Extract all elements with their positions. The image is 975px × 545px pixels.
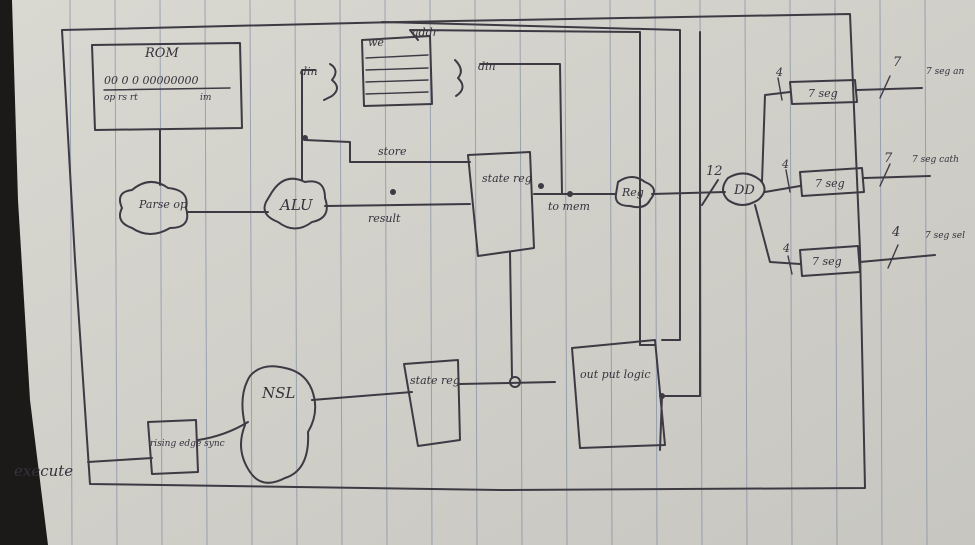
- edge-sync-block: rising edge sync: [147, 419, 225, 475]
- output-logic-label: out put logic: [580, 368, 651, 381]
- nsl-label: NSL: [261, 384, 295, 402]
- seg-in-width-2: 4: [781, 158, 789, 171]
- alu-cloud: ALU: [263, 177, 328, 230]
- rom-fields: 00 0 0 00000000: [104, 74, 198, 87]
- decoder-label: Parse op: [138, 198, 187, 211]
- seg-out-width-2: 7: [884, 151, 893, 166]
- svg-text:7 seg: 7 seg: [808, 87, 838, 100]
- to-mem-label: to mem: [548, 200, 590, 213]
- seg-output-2: 7 seg cath: [912, 155, 959, 165]
- state-reg-bottom: state reg: [403, 359, 461, 447]
- seg-output-1: 7 seg an: [926, 67, 965, 77]
- svg-text:7 seg: 7 seg: [812, 255, 842, 268]
- seg-output-3: 7 seg sel: [925, 231, 965, 241]
- out-reg-cloud: Reg: [614, 176, 655, 209]
- rom-block: ROM 00 0 0 00000000 op rs rt im: [91, 42, 243, 131]
- paper-sheet: [12, 0, 975, 545]
- store-label: store: [378, 145, 407, 158]
- bus-width-in: 12: [706, 164, 723, 179]
- state-reg-top: state reg: [467, 151, 535, 257]
- alu-label: ALU: [278, 196, 314, 214]
- nsl-cloud: NSL: [240, 365, 317, 484]
- state-reg-top-label: state reg: [482, 172, 532, 185]
- we-label: we: [368, 36, 384, 49]
- rom-label: ROM: [144, 46, 179, 61]
- din-right-label: din: [478, 60, 496, 73]
- seg-in-width-1: 4: [775, 66, 783, 79]
- result-label: result: [368, 212, 401, 225]
- dd-label: DD: [733, 183, 755, 198]
- rom-field-sub: op rs rt: [104, 93, 138, 103]
- rom-field-imm: im: [200, 93, 211, 103]
- seg-out-width-1: 7: [893, 55, 902, 70]
- ruled-lines: [69, 0, 928, 545]
- seg-out-width-3: 4: [891, 225, 900, 240]
- seg-in-width-3: 4: [782, 242, 790, 255]
- outer-border: [61, 13, 866, 491]
- seg-box-1: 7 seg: [789, 79, 858, 105]
- out-reg-label: Reg: [621, 186, 644, 199]
- svg-text:7 seg: 7 seg: [815, 177, 845, 190]
- din-left-label: din: [300, 65, 318, 78]
- execute-label: execute: [14, 462, 73, 480]
- edge-label: rising edge sync: [150, 439, 225, 449]
- dd-cloud: DD: [722, 172, 766, 206]
- output-logic-block: out put logic: [571, 339, 666, 449]
- seg-box-2: 7 seg: [799, 167, 865, 197]
- decoder-cloud: Parse op: [119, 181, 189, 235]
- seg-box-3: 7 seg: [799, 245, 861, 277]
- state-reg-bottom-label: state reg: [410, 374, 460, 387]
